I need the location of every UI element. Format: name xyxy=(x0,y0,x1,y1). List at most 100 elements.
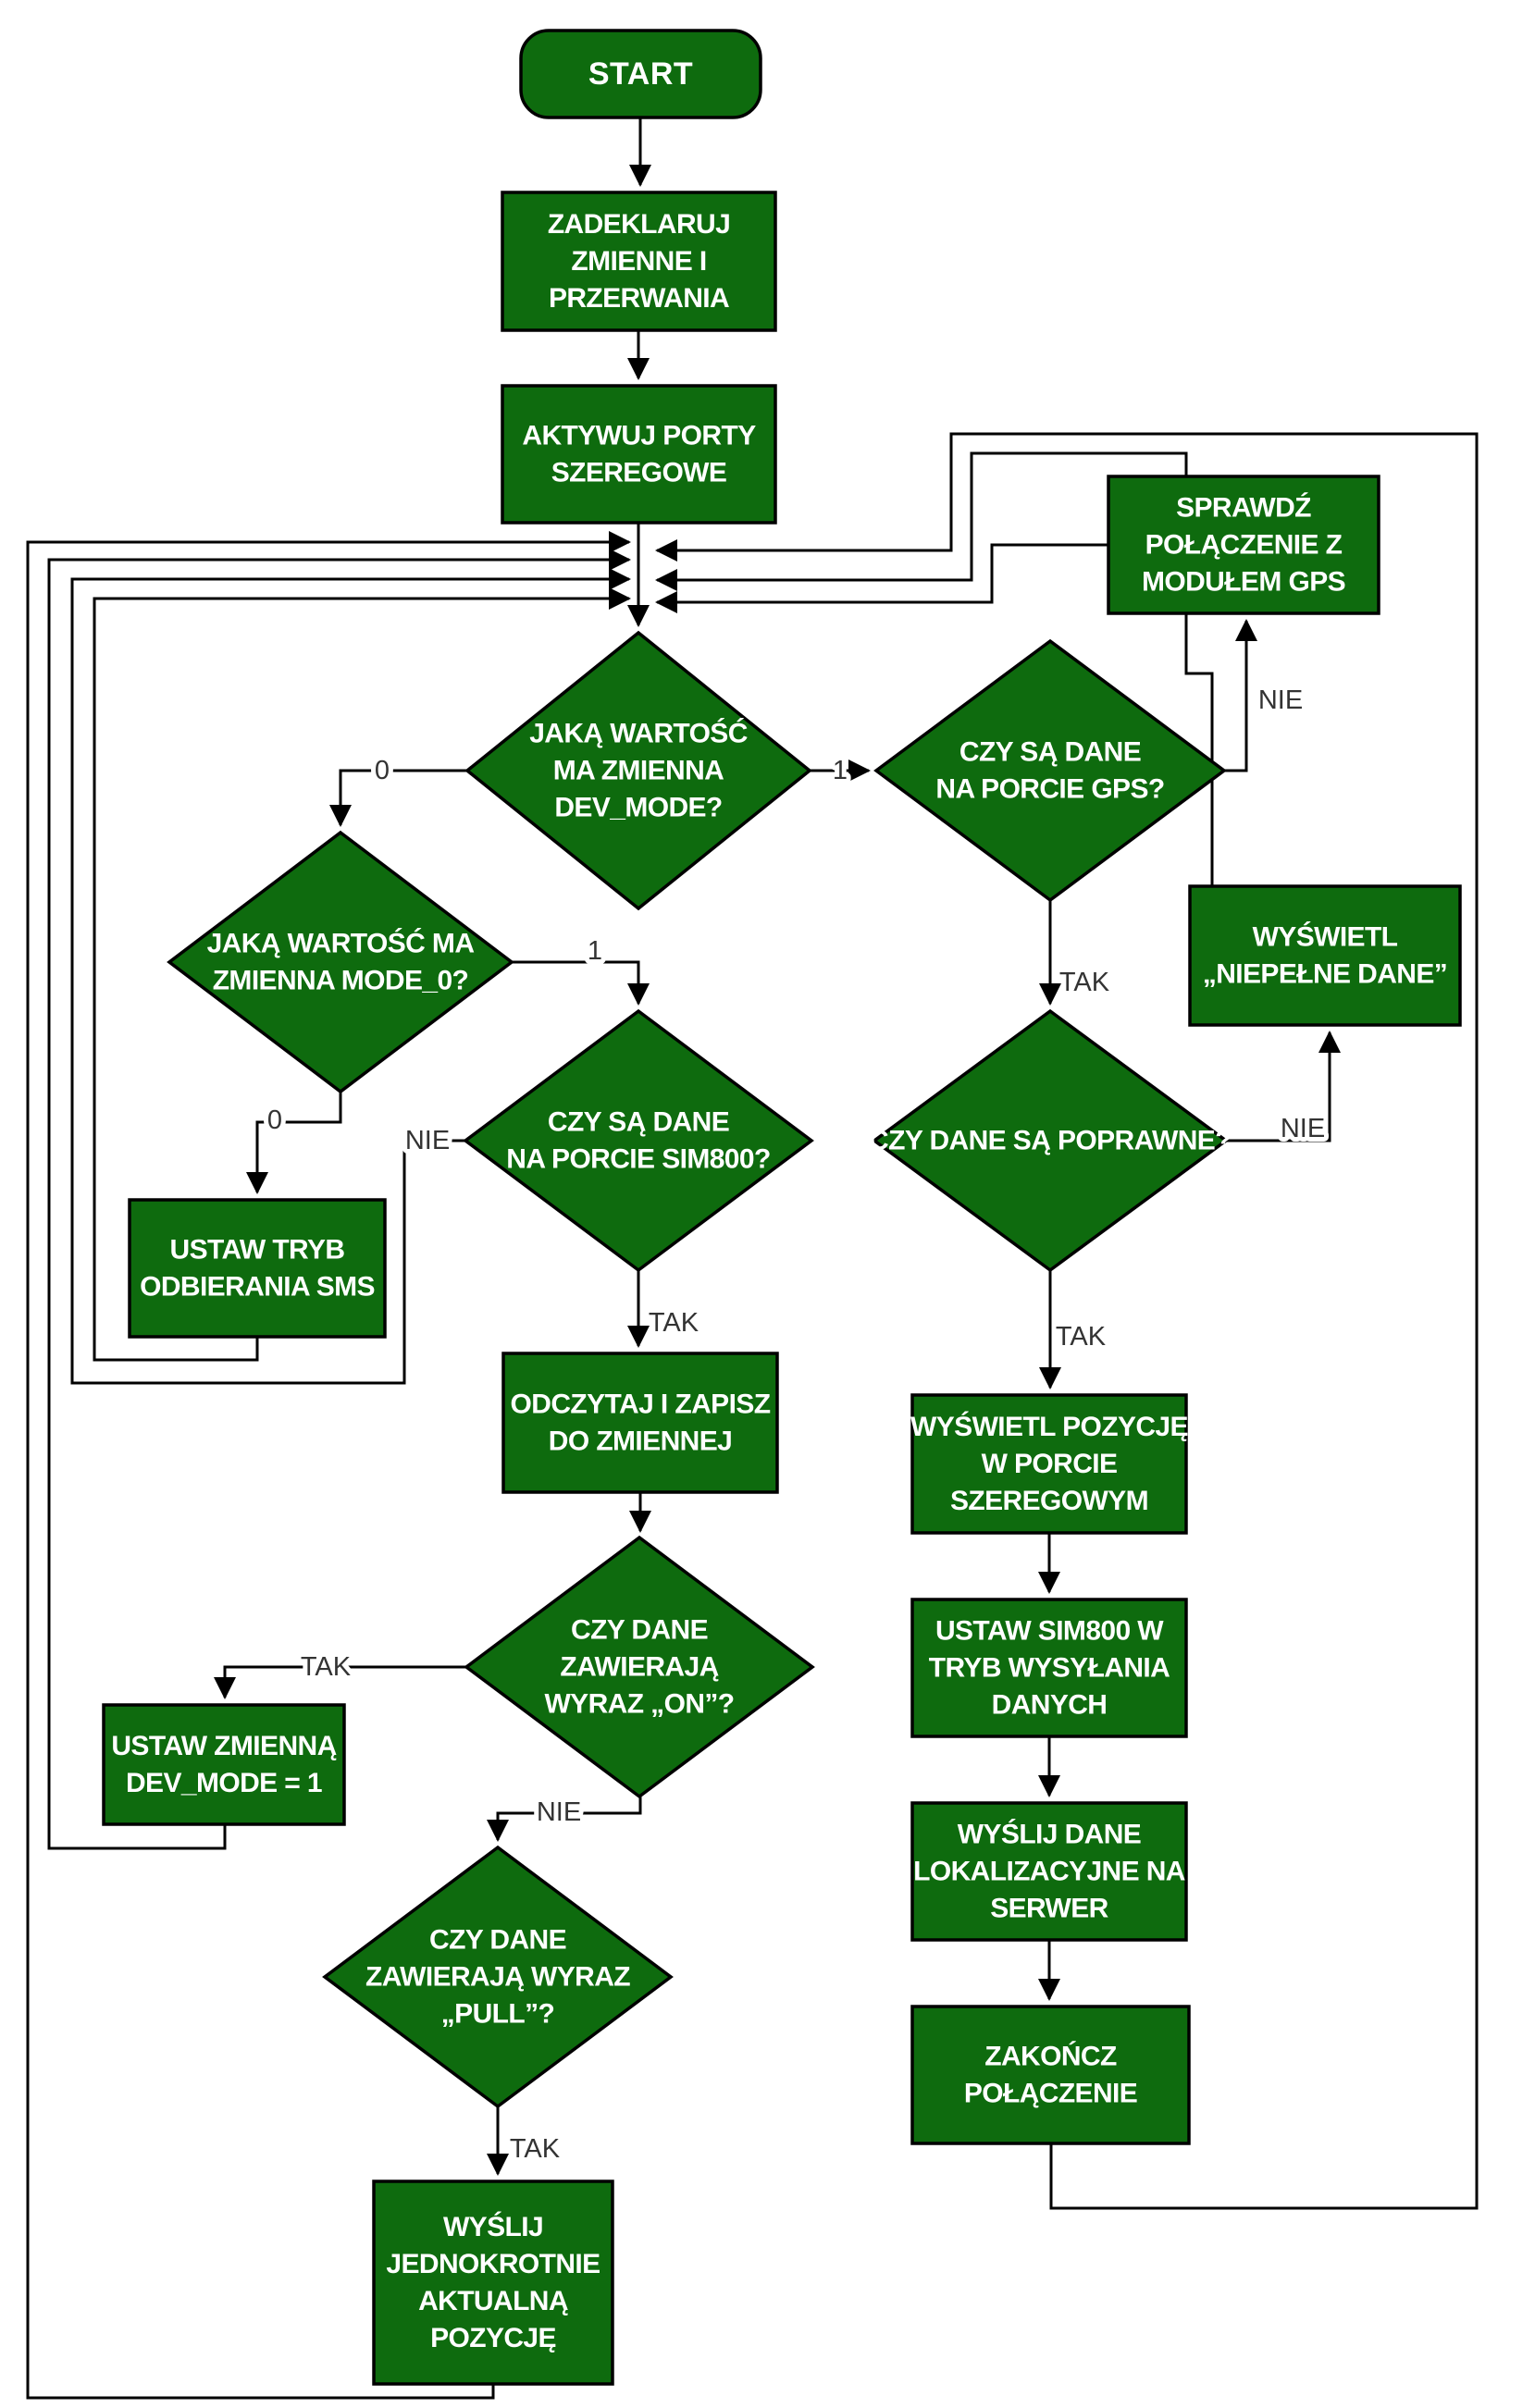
node-dev-mode-value-label: DEV_MODE? xyxy=(554,793,722,823)
terminator-shape xyxy=(519,29,762,119)
process-shape xyxy=(1107,475,1380,615)
node-display-position-serial-label: SZEREGOWYM xyxy=(950,1486,1148,1516)
edge-sms-loopback xyxy=(93,587,631,1362)
edge-mode0-0-to-sms xyxy=(246,1092,342,1194)
node-is-data-correct: CZY DANE SĄ POPRAWNE? xyxy=(869,1008,1232,1273)
edge-on-tak-to-set-devmode xyxy=(214,1665,466,1699)
node-display-position-serial: WYŚWIETL POZYCJĘ W PORCIE SZEREGOWYM xyxy=(910,1393,1189,1535)
node-data-on-sim800-port: CZY SĄ DANE NA PORCIE SIM800? xyxy=(463,1008,814,1273)
process-shape xyxy=(501,1352,779,1494)
node-display-position-serial-label: W PORCIE xyxy=(982,1449,1118,1479)
node-declare-variables-label: ZADEKLARUJ xyxy=(548,209,730,240)
node-send-location-to-server-label: SERWER xyxy=(990,1894,1108,1924)
node-set-dev-mode-1-label: USTAW ZMIENNĄ xyxy=(111,1731,336,1761)
decision-shape xyxy=(464,1535,815,1799)
node-check-gps-connection: SPRAWDŹ POŁĄCZENIE Z MODUŁEM GPS xyxy=(1107,475,1380,615)
label-devmode-0: 0 xyxy=(375,756,390,785)
process-shape xyxy=(501,191,777,332)
node-data-contains-on: CZY DANE ZAWIERAJĄ WYRAZ „ON”? xyxy=(464,1535,815,1799)
edge-check-connection-loopback xyxy=(655,543,1108,613)
node-data-on-sim800-port-label: CZY SĄ DANE xyxy=(548,1107,729,1138)
edge-on-nie-to-pull xyxy=(487,1797,642,1842)
node-check-gps-connection-label: POŁĄCZENIE Z xyxy=(1145,530,1343,561)
node-activate-serial-ports-label: SZEREGOWE xyxy=(551,458,727,488)
node-set-sms-receive-mode-label: USTAW TRYB xyxy=(170,1235,345,1266)
node-start: START xyxy=(519,29,762,119)
node-send-position-once: WYŚLIJ JEDNOKROTNIE AKTUALNĄ POZYCJĘ xyxy=(372,2180,614,2386)
node-display-position-serial-label: WYŚWIETL POZYCJĘ xyxy=(910,1411,1188,1442)
node-data-contains-on-label: ZAWIERAJĄ xyxy=(560,1652,718,1683)
label-on-tak: TAK xyxy=(301,1652,352,1682)
node-activate-serial-ports-label: AKTYWUJ PORTY xyxy=(522,421,756,451)
label-sim800-tak: TAK xyxy=(649,1308,699,1338)
label-devmode-1: 1 xyxy=(833,756,848,785)
node-send-position-once-label: JEDNOKROTNIE xyxy=(386,2249,600,2279)
process-shape xyxy=(128,1198,387,1339)
node-set-dev-mode-1: USTAW ZMIENNĄ DEV_MODE = 1 xyxy=(102,1703,346,1826)
edge-end-loopback xyxy=(655,432,1479,2210)
label-sim800-nie: NIE xyxy=(405,1126,450,1155)
node-is-data-correct-label: CZY DANE SĄ POPRAWNE? xyxy=(869,1126,1232,1156)
edge-send-once-loopback xyxy=(26,531,631,2400)
label-mode0-1: 1 xyxy=(588,936,602,966)
process-shape xyxy=(910,1801,1188,1942)
node-display-incomplete-data-label: „NIEPEŁNE DANE” xyxy=(1203,959,1447,990)
node-read-and-save-to-variable-label: ODCZYTAJ I ZAPISZ xyxy=(511,1389,771,1420)
node-set-sim800-send-mode-label: DANYCH xyxy=(992,1690,1108,1721)
node-declare-variables-label: PRZERWANIA xyxy=(549,283,729,314)
process-shape xyxy=(910,2005,1191,2145)
decision-shape xyxy=(873,638,1227,903)
node-mode0-value-label: ZMIENNA MODE_0? xyxy=(213,966,469,996)
node-start-label: START xyxy=(588,56,693,92)
decision-shape xyxy=(872,1008,1229,1273)
edge-sim800-nie-loopback xyxy=(70,568,631,1385)
node-send-location-to-server-label: WYŚLIJ DANE xyxy=(958,1819,1141,1850)
node-mode0-value: JAKĄ WARTOŚĆ MA ZMIENNA MODE_0? xyxy=(167,830,514,1094)
label-gps-nie: NIE xyxy=(1258,685,1303,715)
node-mode0-value-label: JAKĄ WARTOŚĆ MA xyxy=(207,928,475,959)
node-send-position-once-label: WYŚLIJ xyxy=(443,2211,543,2242)
node-send-position-once-label: AKTUALNĄ xyxy=(418,2286,568,2316)
process-shape xyxy=(501,384,777,525)
node-data-contains-pull-label: CZY DANE xyxy=(429,1925,566,1956)
node-display-incomplete-data-label: WYŚWIETL xyxy=(1253,921,1398,953)
node-data-on-sim800-port-label: NA PORCIE SIM800? xyxy=(506,1144,770,1175)
decision-shape xyxy=(464,630,812,911)
edge-set-devmode-loopback xyxy=(47,549,631,1850)
label-correct-tak: TAK xyxy=(1056,1322,1107,1352)
node-set-dev-mode-1-label: DEV_MODE = 1 xyxy=(126,1768,322,1798)
label-pull-tak: TAK xyxy=(510,2134,561,2164)
edge-correct-nie-to-incomplete xyxy=(1226,1031,1341,1142)
node-declare-variables-label: ZMIENNE I xyxy=(571,246,706,277)
node-read-and-save-to-variable-label: DO ZMIENNEJ xyxy=(549,1426,732,1457)
decision-shape xyxy=(322,1845,674,2109)
node-activate-serial-ports: AKTYWUJ PORTY SZEREGOWE xyxy=(501,384,777,525)
node-send-location-to-server-label: LOKALIZACYJNE NA xyxy=(913,1857,1185,1887)
node-check-gps-connection-label: MODUŁEM GPS xyxy=(1142,567,1345,598)
node-declare-variables: ZADEKLARUJ ZMIENNE I PRZERWANIA xyxy=(501,191,777,332)
process-shape xyxy=(1188,884,1462,1027)
node-data-on-gps-port-label: CZY SĄ DANE xyxy=(959,737,1141,768)
edge-incomplete-loopback xyxy=(655,451,1214,886)
node-dev-mode-value-label: JAKĄ WARTOŚĆ xyxy=(529,718,748,749)
node-set-sim800-send-mode-label: TRYB WYSYŁANIA xyxy=(929,1653,1170,1684)
node-set-sim800-send-mode-label: USTAW SIM800 W xyxy=(935,1616,1164,1647)
node-check-gps-connection-label: SPRAWDŹ xyxy=(1176,492,1311,524)
node-data-contains-on-label: CZY DANE xyxy=(571,1615,708,1646)
edge-gps-nie-to-check-connection xyxy=(1224,619,1257,772)
node-data-contains-on-label: WYRAZ „ON”? xyxy=(544,1689,734,1720)
label-on-nie: NIE xyxy=(537,1797,581,1827)
node-send-location-to-server: WYŚLIJ DANE LOKALIZACYJNE NA SERWER xyxy=(910,1801,1188,1942)
node-read-and-save-to-variable: ODCZYTAJ I ZAPISZ DO ZMIENNEJ xyxy=(501,1352,779,1494)
decision-shape xyxy=(463,1008,814,1273)
edge-devmode-0-to-mode0 xyxy=(329,769,467,827)
node-send-position-once-label: POZYCJĘ xyxy=(430,2323,556,2353)
process-shape xyxy=(372,2180,614,2386)
